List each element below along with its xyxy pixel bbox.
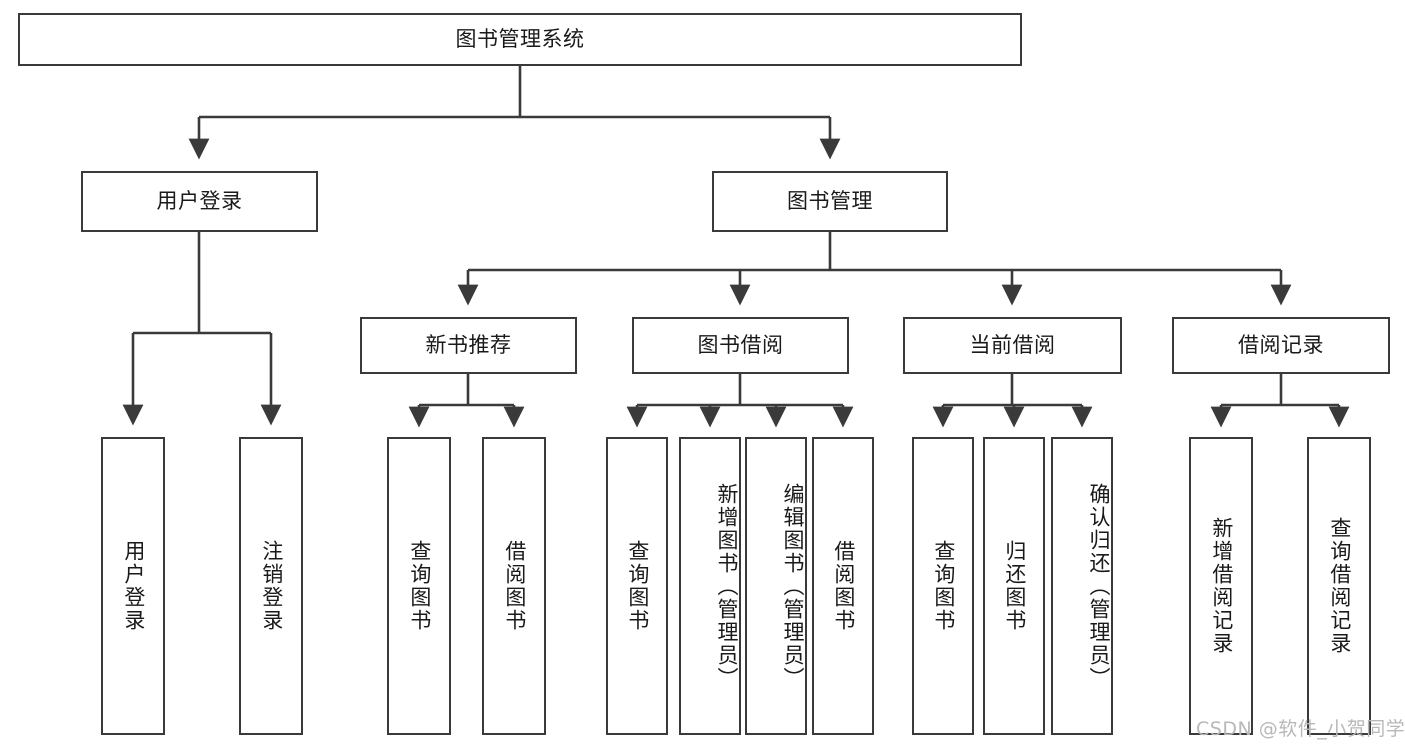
node-leaf-query-book-2[interactable]: 查询图书 — [606, 437, 668, 735]
node-leaf-query-record[interactable]: 查询借阅记录 — [1307, 437, 1371, 735]
node-leaf-logout-label: 注销登录 — [259, 540, 284, 632]
node-book-manage[interactable]: 图书管理 — [712, 171, 948, 232]
node-leaf-confirm-return-label: 确认归还（管理员） — [1087, 482, 1111, 690]
node-leaf-query-book-1-label: 查询图书 — [407, 540, 432, 632]
node-book-borrow[interactable]: 图书借阅 — [632, 317, 849, 374]
node-leaf-borrow-book-1[interactable]: 借阅图书 — [482, 437, 546, 735]
node-borrow-record-label: 借阅记录 — [1238, 332, 1324, 357]
node-leaf-add-record-label: 新增借阅记录 — [1209, 517, 1234, 655]
node-leaf-query-book-3[interactable]: 查询图书 — [912, 437, 974, 735]
node-borrow-record[interactable]: 借阅记录 — [1172, 317, 1390, 374]
node-leaf-borrow-book-2[interactable]: 借阅图书 — [812, 437, 874, 735]
node-leaf-user-login[interactable]: 用户登录 — [101, 437, 165, 735]
node-leaf-return-book-label: 归还图书 — [1002, 540, 1027, 632]
node-book-borrow-label: 图书借阅 — [697, 332, 784, 357]
node-current-borrow[interactable]: 当前借阅 — [903, 317, 1122, 374]
node-root[interactable]: 图书管理系统 — [18, 13, 1022, 66]
node-leaf-borrow-book-2-label: 借阅图书 — [831, 540, 856, 632]
node-leaf-query-record-label: 查询借阅记录 — [1327, 517, 1352, 655]
node-user-login[interactable]: 用户登录 — [81, 171, 318, 232]
node-leaf-query-book-2-label: 查询图书 — [625, 540, 650, 632]
node-leaf-add-book-label: 新增图书（管理员） — [715, 482, 739, 690]
node-leaf-add-record[interactable]: 新增借阅记录 — [1189, 437, 1253, 735]
node-leaf-logout[interactable]: 注销登录 — [239, 437, 303, 735]
node-leaf-add-book[interactable]: 新增图书（管理员） — [679, 437, 741, 735]
node-leaf-confirm-return[interactable]: 确认归还（管理员） — [1051, 437, 1113, 735]
node-leaf-query-book-1[interactable]: 查询图书 — [387, 437, 451, 735]
node-new-book-rec[interactable]: 新书推荐 — [360, 317, 577, 374]
node-leaf-return-book[interactable]: 归还图书 — [983, 437, 1045, 735]
node-leaf-query-book-3-label: 查询图书 — [931, 540, 956, 632]
node-user-login-label: 用户登录 — [156, 188, 243, 213]
watermark: CSDN @软件_小贺同学 — [1196, 718, 1405, 740]
node-book-manage-label: 图书管理 — [787, 188, 873, 213]
node-new-book-rec-label: 新书推荐 — [425, 332, 512, 357]
node-root-label: 图书管理系统 — [455, 26, 585, 51]
node-leaf-user-login-label: 用户登录 — [121, 540, 146, 632]
node-leaf-edit-book[interactable]: 编辑图书（管理员） — [745, 437, 807, 735]
node-leaf-borrow-book-1-label: 借阅图书 — [502, 540, 527, 632]
node-leaf-edit-book-label: 编辑图书（管理员） — [781, 482, 805, 690]
node-current-borrow-label: 当前借阅 — [969, 332, 1056, 357]
